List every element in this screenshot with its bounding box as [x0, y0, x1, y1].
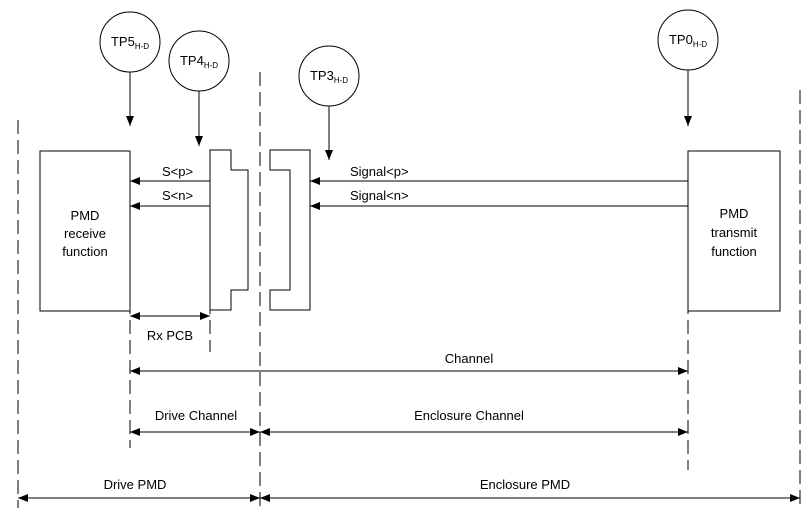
- tp5-label: TP5H-D: [111, 34, 149, 51]
- tp4-marker: TP4H-D: [168, 30, 230, 146]
- tp3-label: TP3H-D: [310, 68, 348, 85]
- tp0-label: TP0H-D: [669, 32, 707, 49]
- enclosure-pmd-label: Enclosure PMD: [480, 477, 570, 492]
- channel-label: Channel: [445, 351, 494, 366]
- signal-n-label: Signal<n>: [350, 188, 409, 203]
- transmit-line1: PMD: [720, 206, 749, 221]
- plug-connector: [269, 149, 311, 311]
- s-p-label: S<p>: [162, 164, 193, 179]
- drive-channel-label: Drive Channel: [155, 408, 237, 423]
- tp3-marker: TP3H-D: [298, 45, 360, 160]
- receive-line3: function: [62, 244, 108, 259]
- tp4-label: TP4H-D: [180, 53, 218, 70]
- enclosure-channel-label: Enclosure Channel: [414, 408, 524, 423]
- pmd-receive-box: [39, 150, 131, 312]
- receive-line1: PMD: [71, 208, 100, 223]
- drive-pmd-label: Drive PMD: [104, 477, 167, 492]
- signal-p-label: Signal<p>: [350, 164, 409, 179]
- receptacle-connector: [209, 149, 249, 311]
- tp0-marker: TP0H-D: [657, 9, 719, 126]
- receive-line2: receive: [64, 226, 106, 241]
- transmit-line3: function: [711, 244, 757, 259]
- tp5-marker: TP5H-D: [99, 11, 161, 126]
- pmd-transmit-box: [687, 150, 781, 312]
- s-n-label: S<n>: [162, 188, 193, 203]
- rx-pcb-label: Rx PCB: [147, 328, 193, 343]
- transmit-line2: transmit: [711, 225, 758, 240]
